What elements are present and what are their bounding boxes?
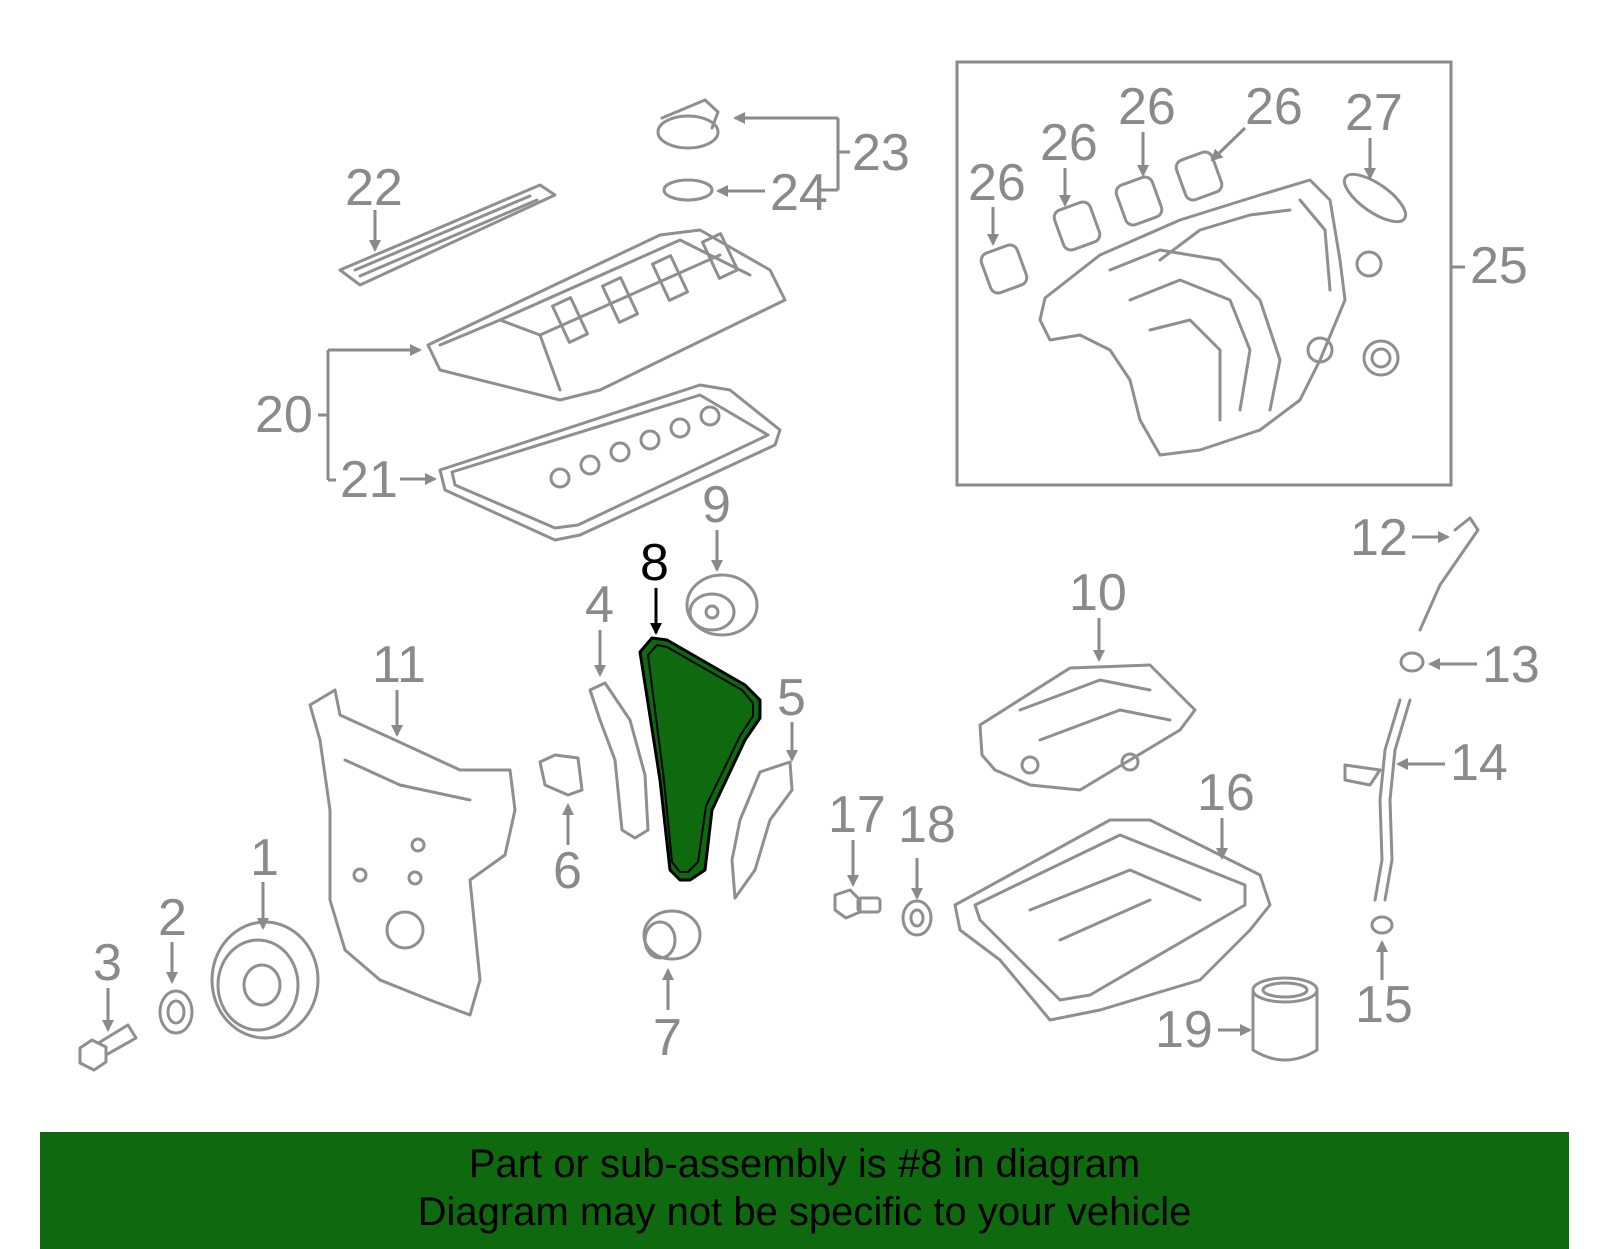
drain-plug (833, 888, 882, 920)
callout-26-c: 26 (1118, 78, 1176, 136)
banner-line-2: Diagram may not be specific to your vehi… (417, 1190, 1192, 1234)
valve-cover (426, 228, 787, 402)
callout-7: 7 (653, 1009, 682, 1067)
callout-15: 15 (1355, 976, 1413, 1034)
engine-cover (338, 183, 557, 287)
callout-26-d: 26 (1245, 78, 1303, 136)
chain-tensioner (538, 753, 584, 797)
callout-24: 24 (770, 164, 828, 222)
callout-9: 9 (702, 476, 731, 534)
callout-21: 21 (340, 451, 398, 509)
callout-14: 14 (1450, 734, 1508, 792)
callout-13: 13 (1482, 636, 1540, 694)
dipstick-tube (1343, 698, 1412, 902)
chain-guide-left (588, 681, 650, 840)
callout-27: 27 (1345, 84, 1403, 142)
callout-4: 4 (585, 576, 614, 634)
camshaft-sprocket (685, 573, 759, 637)
drain-plug-washer (901, 899, 933, 937)
callout-25: 25 (1470, 237, 1528, 295)
callout-5: 5 (777, 669, 806, 727)
callout-16: 16 (1197, 764, 1255, 822)
crankshaft-sprocket (642, 909, 702, 961)
callout-12: 12 (1350, 509, 1408, 567)
valve-cover-gasket (438, 383, 782, 542)
intake-gaskets (979, 150, 1408, 377)
intake-manifold (1038, 178, 1347, 457)
oil-filler-cap (656, 98, 720, 202)
callout-3: 3 (93, 934, 122, 992)
callout-26-b: 26 (1040, 114, 1098, 172)
callout-2: 2 (158, 889, 187, 947)
info-banner: Part or sub-assembly is #8 in diagram Di… (40, 1132, 1569, 1249)
tube-o-ring (1370, 915, 1394, 935)
crank-bolt (78, 1023, 138, 1072)
dipstick-o-ring (1399, 651, 1425, 673)
crankshaft-pulley (210, 920, 320, 1040)
callout-23: 23 (852, 124, 910, 182)
callout-10: 10 (1069, 564, 1127, 622)
callout-6: 6 (553, 842, 582, 900)
oil-pump-assembly (978, 663, 1197, 792)
banner-line-1: Part or sub-assembly is #8 in diagram (468, 1142, 1141, 1186)
callout-11: 11 (372, 636, 426, 694)
callout-20: 20 (255, 386, 313, 444)
washer (158, 989, 194, 1035)
callout-18: 18 (898, 796, 956, 854)
timing-cover (308, 688, 517, 1017)
callout-26-a: 26 (968, 154, 1026, 212)
callout-22: 22 (345, 159, 403, 217)
oil-filter (1251, 976, 1319, 1062)
chain-tensioner-guide (730, 760, 794, 900)
callout-19: 19 (1155, 1001, 1213, 1059)
callout-1: 1 (250, 829, 279, 887)
callout-8: 8 (640, 534, 669, 592)
intake-manifold-box (955, 60, 1453, 487)
callout-17: 17 (828, 786, 886, 844)
oil-pan (953, 818, 1272, 1022)
timing-chain-highlighted (638, 636, 762, 882)
dipstick (1418, 516, 1480, 632)
